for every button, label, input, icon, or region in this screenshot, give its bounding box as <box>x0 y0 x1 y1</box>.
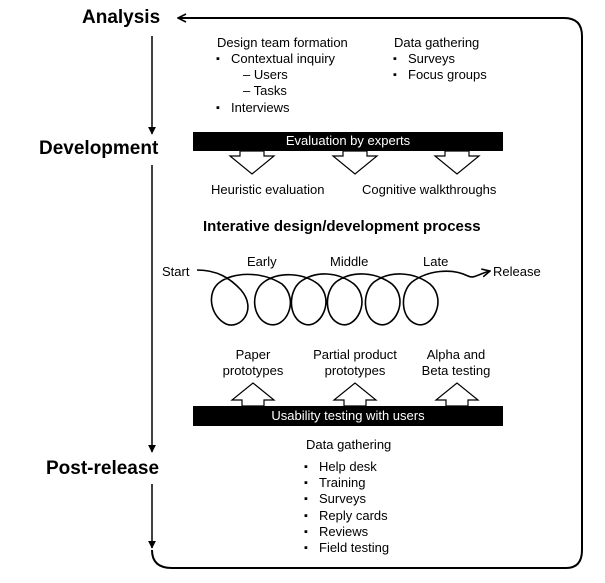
expert-down-arrow-1 <box>228 150 276 175</box>
expert-method-cognitive: Cognitive walkthroughs <box>362 182 497 197</box>
prototype-partial: Partial product prototypes <box>313 347 397 378</box>
post-release-heading: Data gathering <box>306 437 392 452</box>
list-item: Help desk <box>304 459 389 475</box>
process-start-label: Start <box>162 264 190 279</box>
user-up-arrow-2 <box>332 382 378 407</box>
phase-post-release: Post-release <box>46 458 160 479</box>
list-item: – Tasks <box>243 83 287 99</box>
list-item: Focus groups <box>393 67 487 83</box>
stage-early-label: Early <box>247 254 277 269</box>
phase-development: Development <box>39 138 159 159</box>
data-gathering-list: SurveysFocus groups <box>393 51 487 84</box>
list-item: Surveys <box>304 491 389 507</box>
list-item: Field testing <box>304 540 389 556</box>
stage-late-label: Late <box>423 254 449 269</box>
user-bar-label: Usability testing with users <box>271 408 425 423</box>
feedback-loop-arrow <box>151 18 583 569</box>
process-release-label: Release <box>493 264 541 279</box>
list-item: Surveys <box>393 51 487 67</box>
user-up-arrow-1 <box>230 382 276 407</box>
iterative-process-spiral <box>196 270 490 326</box>
process-title: Interative design/development process <box>203 218 481 235</box>
stage-middle-label: Middle <box>330 254 369 269</box>
expert-method-heuristic: Heuristic evaluation <box>211 182 325 197</box>
expert-down-arrow-3 <box>433 150 481 175</box>
prototype-alpha-beta: Alpha and Beta testing <box>421 347 491 378</box>
phase-analysis: Analysis <box>82 7 161 28</box>
expert-evaluation-bar <box>193 132 503 151</box>
post-release-list: Help deskTrainingSurveysReply cardsRevie… <box>304 459 389 556</box>
data-gathering-heading: Data gathering <box>394 35 480 50</box>
design-team-heading: Design team formation <box>217 35 348 50</box>
list-item: Training <box>304 475 389 491</box>
list-item: Interviews <box>216 100 335 116</box>
usability-testing-bar <box>193 406 503 426</box>
expert-bar-label: Evaluation by experts <box>285 133 411 148</box>
expert-down-arrow-2 <box>331 150 379 175</box>
prototype-paper: Paper prototypes <box>222 347 284 378</box>
list-item: Contextual inquiry <box>216 51 335 67</box>
list-item: Reply cards <box>304 508 389 524</box>
user-up-arrow-3 <box>434 382 480 407</box>
list-item: Reviews <box>304 524 389 540</box>
analysis-methods-list: Contextual inquiry– Users– TasksIntervie… <box>216 51 335 116</box>
list-item: – Users <box>243 67 288 83</box>
